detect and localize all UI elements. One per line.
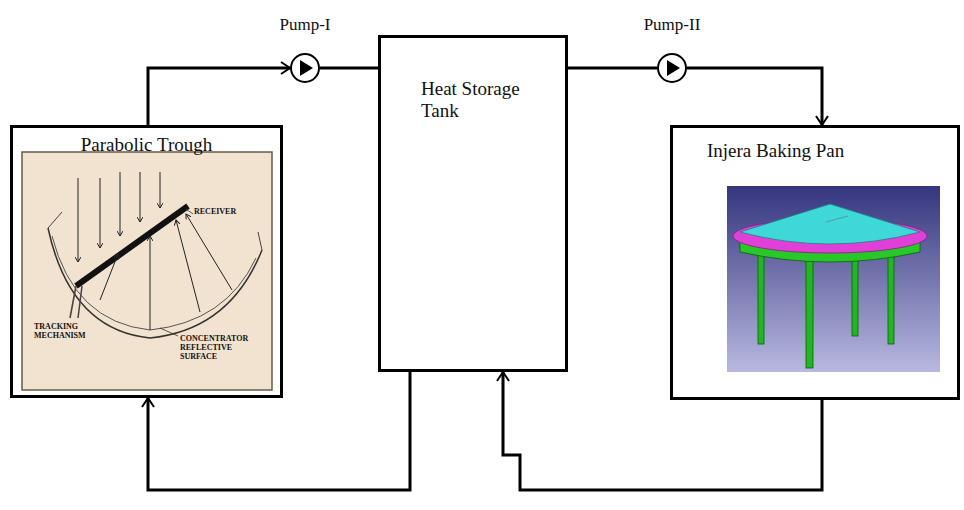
part-label: TRACKING MECHANISM: [34, 322, 94, 340]
pump-triangle: [667, 60, 680, 76]
part-label: RECEIVER: [194, 207, 254, 216]
box-title: Heat Storage Tank: [421, 78, 533, 122]
pipe-connector: [503, 372, 822, 490]
pump-label: Pump-I: [280, 15, 331, 35]
pan-illustration: [727, 186, 940, 372]
storage-tank: Heat Storage Tank: [378, 35, 568, 372]
baking-pan-box: Injera Baking Pan: [670, 125, 960, 400]
part-label: CONCENTRATOR REFLECTIVE SURFACE: [180, 334, 270, 362]
pump-triangle: [300, 60, 313, 76]
collector-box: Parabolic Trough: [10, 125, 283, 398]
pump-symbol: Pump-I: [290, 53, 320, 83]
pipe-connector: [687, 68, 822, 125]
box-title: Injera Baking Pan: [707, 140, 957, 162]
pipe-connector: [320, 67, 378, 70]
pump-triangle: [292, 55, 318, 81]
pipe-connector: [148, 68, 290, 125]
pipe-connector: [568, 67, 657, 70]
trough-illustration: [22, 152, 272, 390]
pipe-connector: [148, 372, 410, 490]
pump-label: Pump-II: [644, 15, 701, 35]
box-title: Parabolic Trough: [17, 134, 276, 156]
pump-symbol: Pump-II: [657, 53, 687, 83]
pump-triangle: [659, 55, 685, 81]
